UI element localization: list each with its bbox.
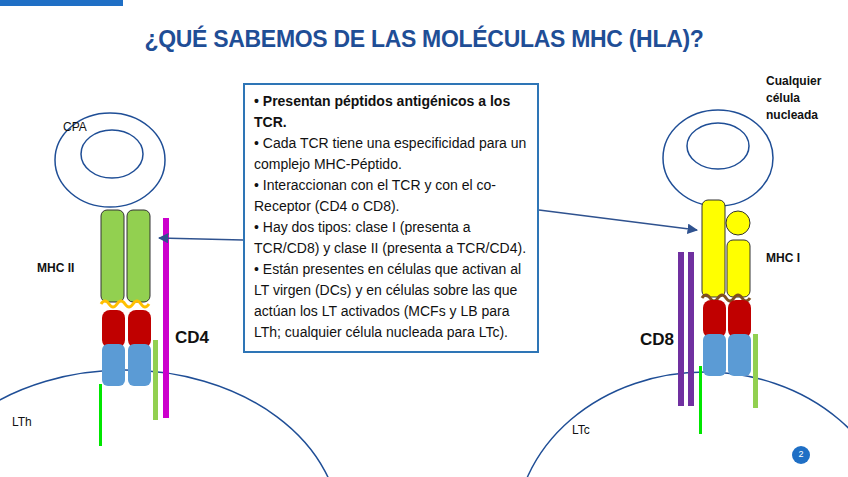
header-bar xyxy=(0,0,123,6)
coreceptor-label: CD4 xyxy=(175,328,209,348)
nucleated-cell xyxy=(663,110,773,206)
page-badge xyxy=(792,446,810,464)
cell-label: LTh xyxy=(12,415,32,429)
mhc1-molecule xyxy=(702,200,750,301)
tcr-ltc xyxy=(699,300,758,434)
cell-label: Cualquier célula nucleada xyxy=(766,73,844,124)
molecule-label: MHC I xyxy=(766,251,815,265)
mhc1-region: MHC I xyxy=(697,200,815,300)
bullet-text: • Hay dos tipos: clase I (presenta a TCR… xyxy=(254,217,529,259)
bullet-text: • Interaccionan con el TCR y con el co-R… xyxy=(254,175,529,217)
cd4-coreceptor xyxy=(163,218,169,418)
cell-label: LTc xyxy=(572,423,590,437)
cell-nucleus xyxy=(687,123,749,169)
bullet-text: • Están presentes en células que activan… xyxy=(254,259,529,343)
bullet-text: • Presentan péptidos antigénicos a los T… xyxy=(254,91,529,133)
coreceptor-label: CD8 xyxy=(640,330,674,350)
text-box: • Presentan péptidos antigénicos a los T… xyxy=(243,83,539,353)
mhc2-region: MHC II xyxy=(35,222,159,310)
molecule-label: MHC II xyxy=(37,261,159,275)
mhc2-molecule xyxy=(101,210,150,307)
lth-membrane xyxy=(0,370,340,477)
apc-cell xyxy=(55,113,165,207)
slide-title: ¿QUÉ SABEMOS DE LAS MOLÉCULAS MHC (HLA)? xyxy=(0,26,848,53)
page-number: 2 xyxy=(796,449,806,459)
arrow-connector xyxy=(539,210,697,230)
cd8-coreceptor xyxy=(678,252,694,406)
bullet-text: • Cada TCR tiene una especificidad para … xyxy=(254,133,529,175)
arrow-connector xyxy=(159,238,243,240)
cell-label: CPA xyxy=(63,120,87,134)
tcr-lth xyxy=(99,310,158,446)
apc-nucleus xyxy=(81,130,143,178)
